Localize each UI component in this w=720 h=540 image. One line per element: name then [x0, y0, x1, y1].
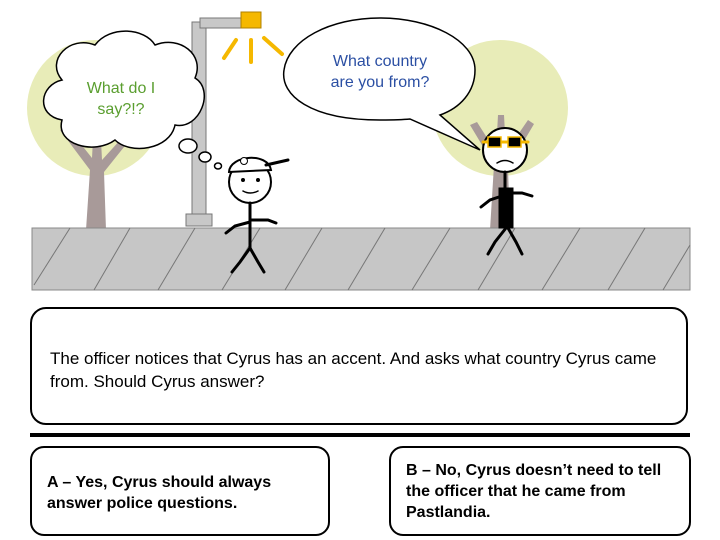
sidewalk [31, 227, 691, 291]
choice-b-label: B – No, Cyrus doesn’t need to tell the o… [406, 462, 662, 521]
cyrus-figure [224, 156, 290, 274]
thought-text-line2: say?!? [97, 101, 144, 118]
choice-a-button[interactable]: A – Yes, Cyrus should always answer poli… [30, 446, 330, 536]
speech-text-line1: What country [333, 53, 427, 70]
divider [30, 433, 690, 437]
narration-box: The officer notices that Cyrus has an ac… [30, 307, 688, 425]
officer-figure [479, 127, 534, 256]
choice-a-label: A – Yes, Cyrus should always answer poli… [47, 474, 272, 512]
choice-b-button[interactable]: B – No, Cyrus doesn’t need to tell the o… [389, 446, 691, 536]
thought-text-line1: What do I [87, 80, 155, 97]
speech-text-line2: are you from? [331, 74, 430, 91]
thought-bubble: What do I say?!? [42, 30, 223, 170]
narration-text: The officer notices that Cyrus has an ac… [50, 349, 657, 391]
speech-bubble: What country are you from? [282, 17, 481, 151]
lamp-light-rays-icon [222, 36, 284, 64]
street-scene: What do I say?!? What country are you fr… [27, 11, 691, 291]
